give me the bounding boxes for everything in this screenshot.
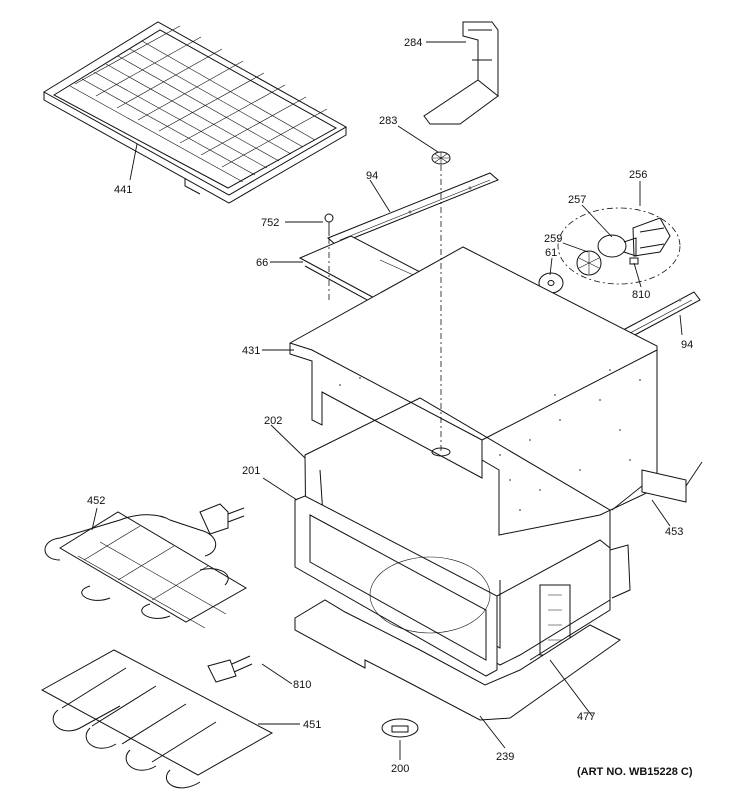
oven-cavity-201	[294, 397, 631, 677]
side-rail-94-upper	[327, 172, 499, 246]
callout-283: 283	[379, 115, 397, 127]
callout-431: 431	[242, 345, 260, 357]
oven-rack-441	[43, 21, 348, 204]
art-number: (ART NO. WB15228 C)	[577, 766, 693, 778]
screw-752	[324, 213, 334, 236]
callout-451: 451	[303, 719, 321, 731]
callout-61: 61	[545, 247, 557, 259]
broil-element-452	[44, 503, 247, 629]
callout-239: 239	[496, 751, 514, 763]
callout-810-upper: 810	[632, 289, 650, 301]
pan-support-284	[423, 21, 499, 125]
filter-283	[431, 151, 451, 165]
callout-66: 66	[256, 257, 268, 269]
callout-labels: 284 283 441 94 256 257 752 259 61 66 810…	[87, 37, 693, 778]
callout-810-lower: 810	[293, 679, 311, 691]
callout-200: 200	[391, 763, 409, 775]
callout-259: 259	[544, 233, 562, 245]
callout-752: 752	[261, 217, 279, 229]
callout-453: 453	[665, 526, 683, 538]
callout-94-lower: 94	[681, 339, 693, 351]
assembly-axis	[328, 165, 451, 457]
leader-lines	[91, 41, 683, 760]
bottom-panel-239	[294, 599, 621, 721]
callout-452: 452	[87, 495, 105, 507]
callout-284: 284	[404, 37, 422, 49]
callout-94-upper: 94	[366, 170, 378, 182]
bake-element-451	[40, 649, 274, 789]
cap-200	[381, 718, 419, 738]
bracket-453	[611, 461, 703, 511]
callout-256: 256	[629, 169, 647, 181]
light-assembly-256	[557, 207, 681, 285]
callout-477: 477	[577, 711, 595, 723]
callout-257: 257	[568, 194, 586, 206]
insulation-431	[289, 246, 658, 536]
callout-202: 202	[264, 415, 282, 427]
callout-441: 441	[114, 184, 132, 196]
callout-201: 201	[242, 465, 260, 477]
